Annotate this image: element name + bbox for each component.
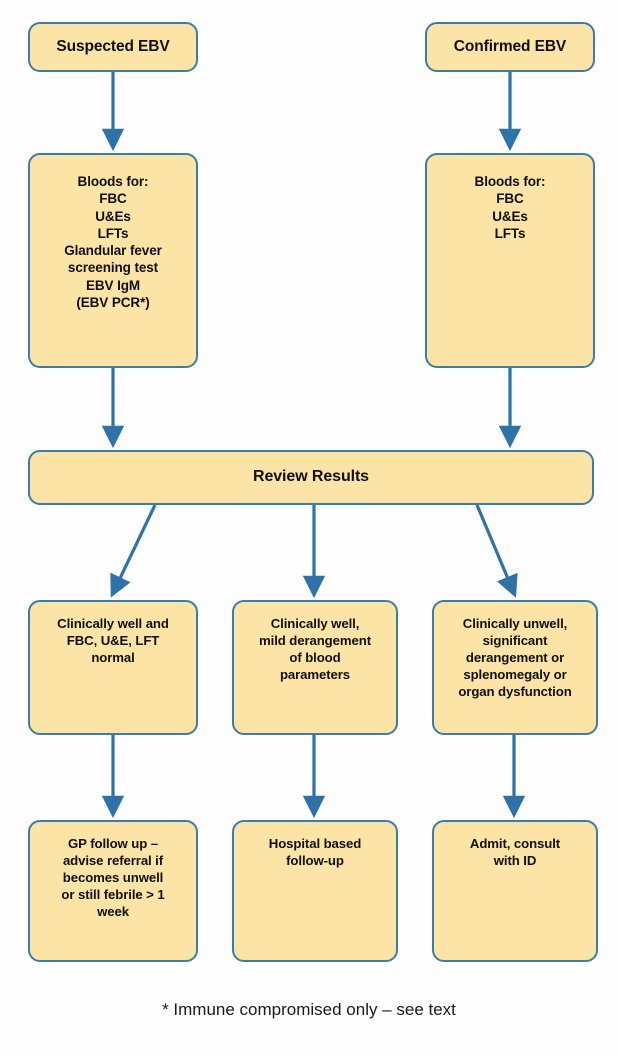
node-bloods-suspected-label: Bloods for: FBC U&Es LFTs Glandular feve…	[64, 174, 162, 310]
node-outcome-gp-follow-up-label: GP follow up – advise referral if become…	[61, 836, 165, 919]
node-review-results-label: Review Results	[253, 468, 369, 486]
node-confirmed-ebv[interactable]: Confirmed EBV	[425, 22, 595, 72]
node-outcome-hospital-follow-up[interactable]: Hospital based follow-up	[232, 820, 398, 962]
node-suspected-ebv[interactable]: Suspected EBV	[28, 22, 198, 72]
node-assessment-well-normal-label: Clinically well and FBC, U&E, LFT normal	[57, 616, 169, 665]
node-outcome-admit-consult-id-label: Admit, consult with ID	[469, 836, 561, 868]
node-assessment-well-mild-derangement[interactable]: Clinically well, mild derangement of blo…	[232, 600, 398, 735]
arrow-review-to-assess-1	[110, 504, 157, 598]
node-outcome-gp-follow-up[interactable]: GP follow up – advise referral if become…	[28, 820, 198, 962]
node-review-results[interactable]: Review Results	[28, 450, 594, 505]
node-suspected-ebv-label: Suspected EBV	[56, 38, 170, 56]
node-bloods-confirmed[interactable]: Bloods for: FBC U&Es LFTs	[425, 153, 595, 368]
node-assessment-unwell-significant[interactable]: Clinically unwell, significant derangeme…	[432, 600, 598, 735]
node-bloods-suspected[interactable]: Bloods for: FBC U&Es LFTs Glandular feve…	[28, 153, 198, 368]
node-assessment-well-mild-derangement-label: Clinically well, mild derangement of blo…	[259, 616, 371, 682]
node-assessment-well-normal[interactable]: Clinically well and FBC, U&E, LFT normal	[28, 600, 198, 735]
node-bloods-confirmed-label: Bloods for: FBC U&Es LFTs	[474, 174, 546, 241]
node-outcome-hospital-follow-up-label: Hospital based follow-up	[268, 836, 362, 868]
node-outcome-admit-consult-id[interactable]: Admit, consult with ID	[432, 820, 598, 962]
node-confirmed-ebv-label: Confirmed EBV	[453, 38, 567, 56]
arrow-review-to-assess-3	[475, 504, 518, 598]
footnote: * Immune compromised only – see text	[162, 1000, 456, 1019]
node-assessment-unwell-significant-label: Clinically unwell, significant derangeme…	[458, 616, 572, 699]
